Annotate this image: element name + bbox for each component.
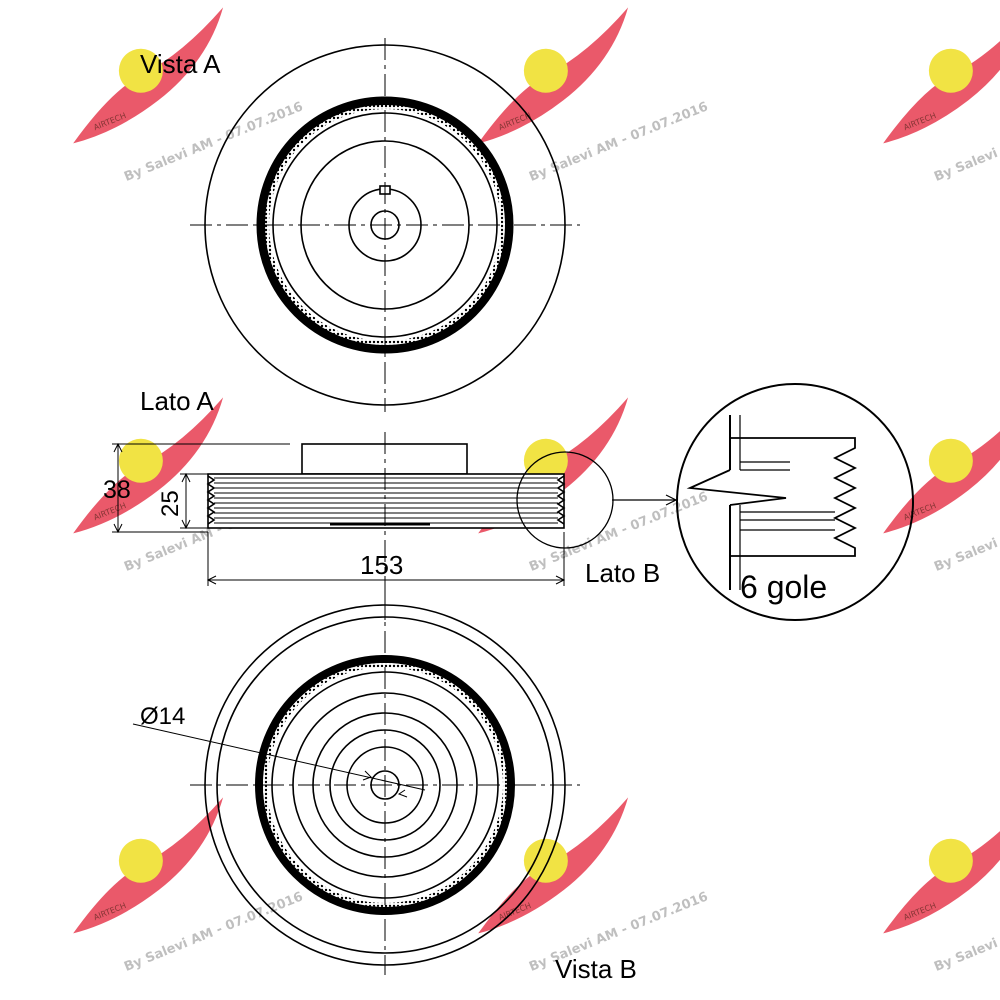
watermark-badge-icon (118, 48, 163, 93)
watermark-text: By Salevi AM - 07.07.2016 (122, 889, 305, 975)
watermark-badge-icon (523, 48, 568, 93)
vista-b-label: Vista B (555, 954, 637, 984)
watermark-badge-icon (523, 838, 568, 883)
watermark-badge-icon (118, 838, 163, 883)
watermark-badge-icon (118, 438, 163, 483)
watermark-badge-icon (928, 438, 973, 483)
overall-height-dimension: 38 (103, 476, 131, 504)
vista-a-view (190, 38, 580, 412)
watermark-wing-icon (883, 7, 1000, 144)
watermark-text: By Salevi AM - 07.07.2016 (527, 99, 710, 185)
watermark-badge-icon (928, 838, 973, 883)
lato-b-detail (516, 383, 914, 621)
bore-diameter-dimension: Ø14 (140, 703, 185, 730)
pulley-width-dimension: 25 (157, 490, 184, 517)
grooves-label: 6 gole (740, 569, 827, 605)
watermark-wing-icon (883, 797, 1000, 934)
outer-diameter-dimension: 153 (360, 550, 403, 580)
lato-b-label: Lato B (585, 558, 660, 588)
labels: Vista A Lato A Lato B 6 gole Vista B 38 … (103, 49, 827, 984)
vista-b-view (132, 595, 580, 975)
lato-a-label: Lato A (140, 386, 214, 416)
vista-a-label: Vista A (140, 49, 221, 79)
lato-a-side-view (206, 432, 566, 620)
watermark-badge-icon (928, 48, 973, 93)
dimension-lines (112, 442, 566, 586)
watermark-badge-icon (523, 438, 568, 483)
